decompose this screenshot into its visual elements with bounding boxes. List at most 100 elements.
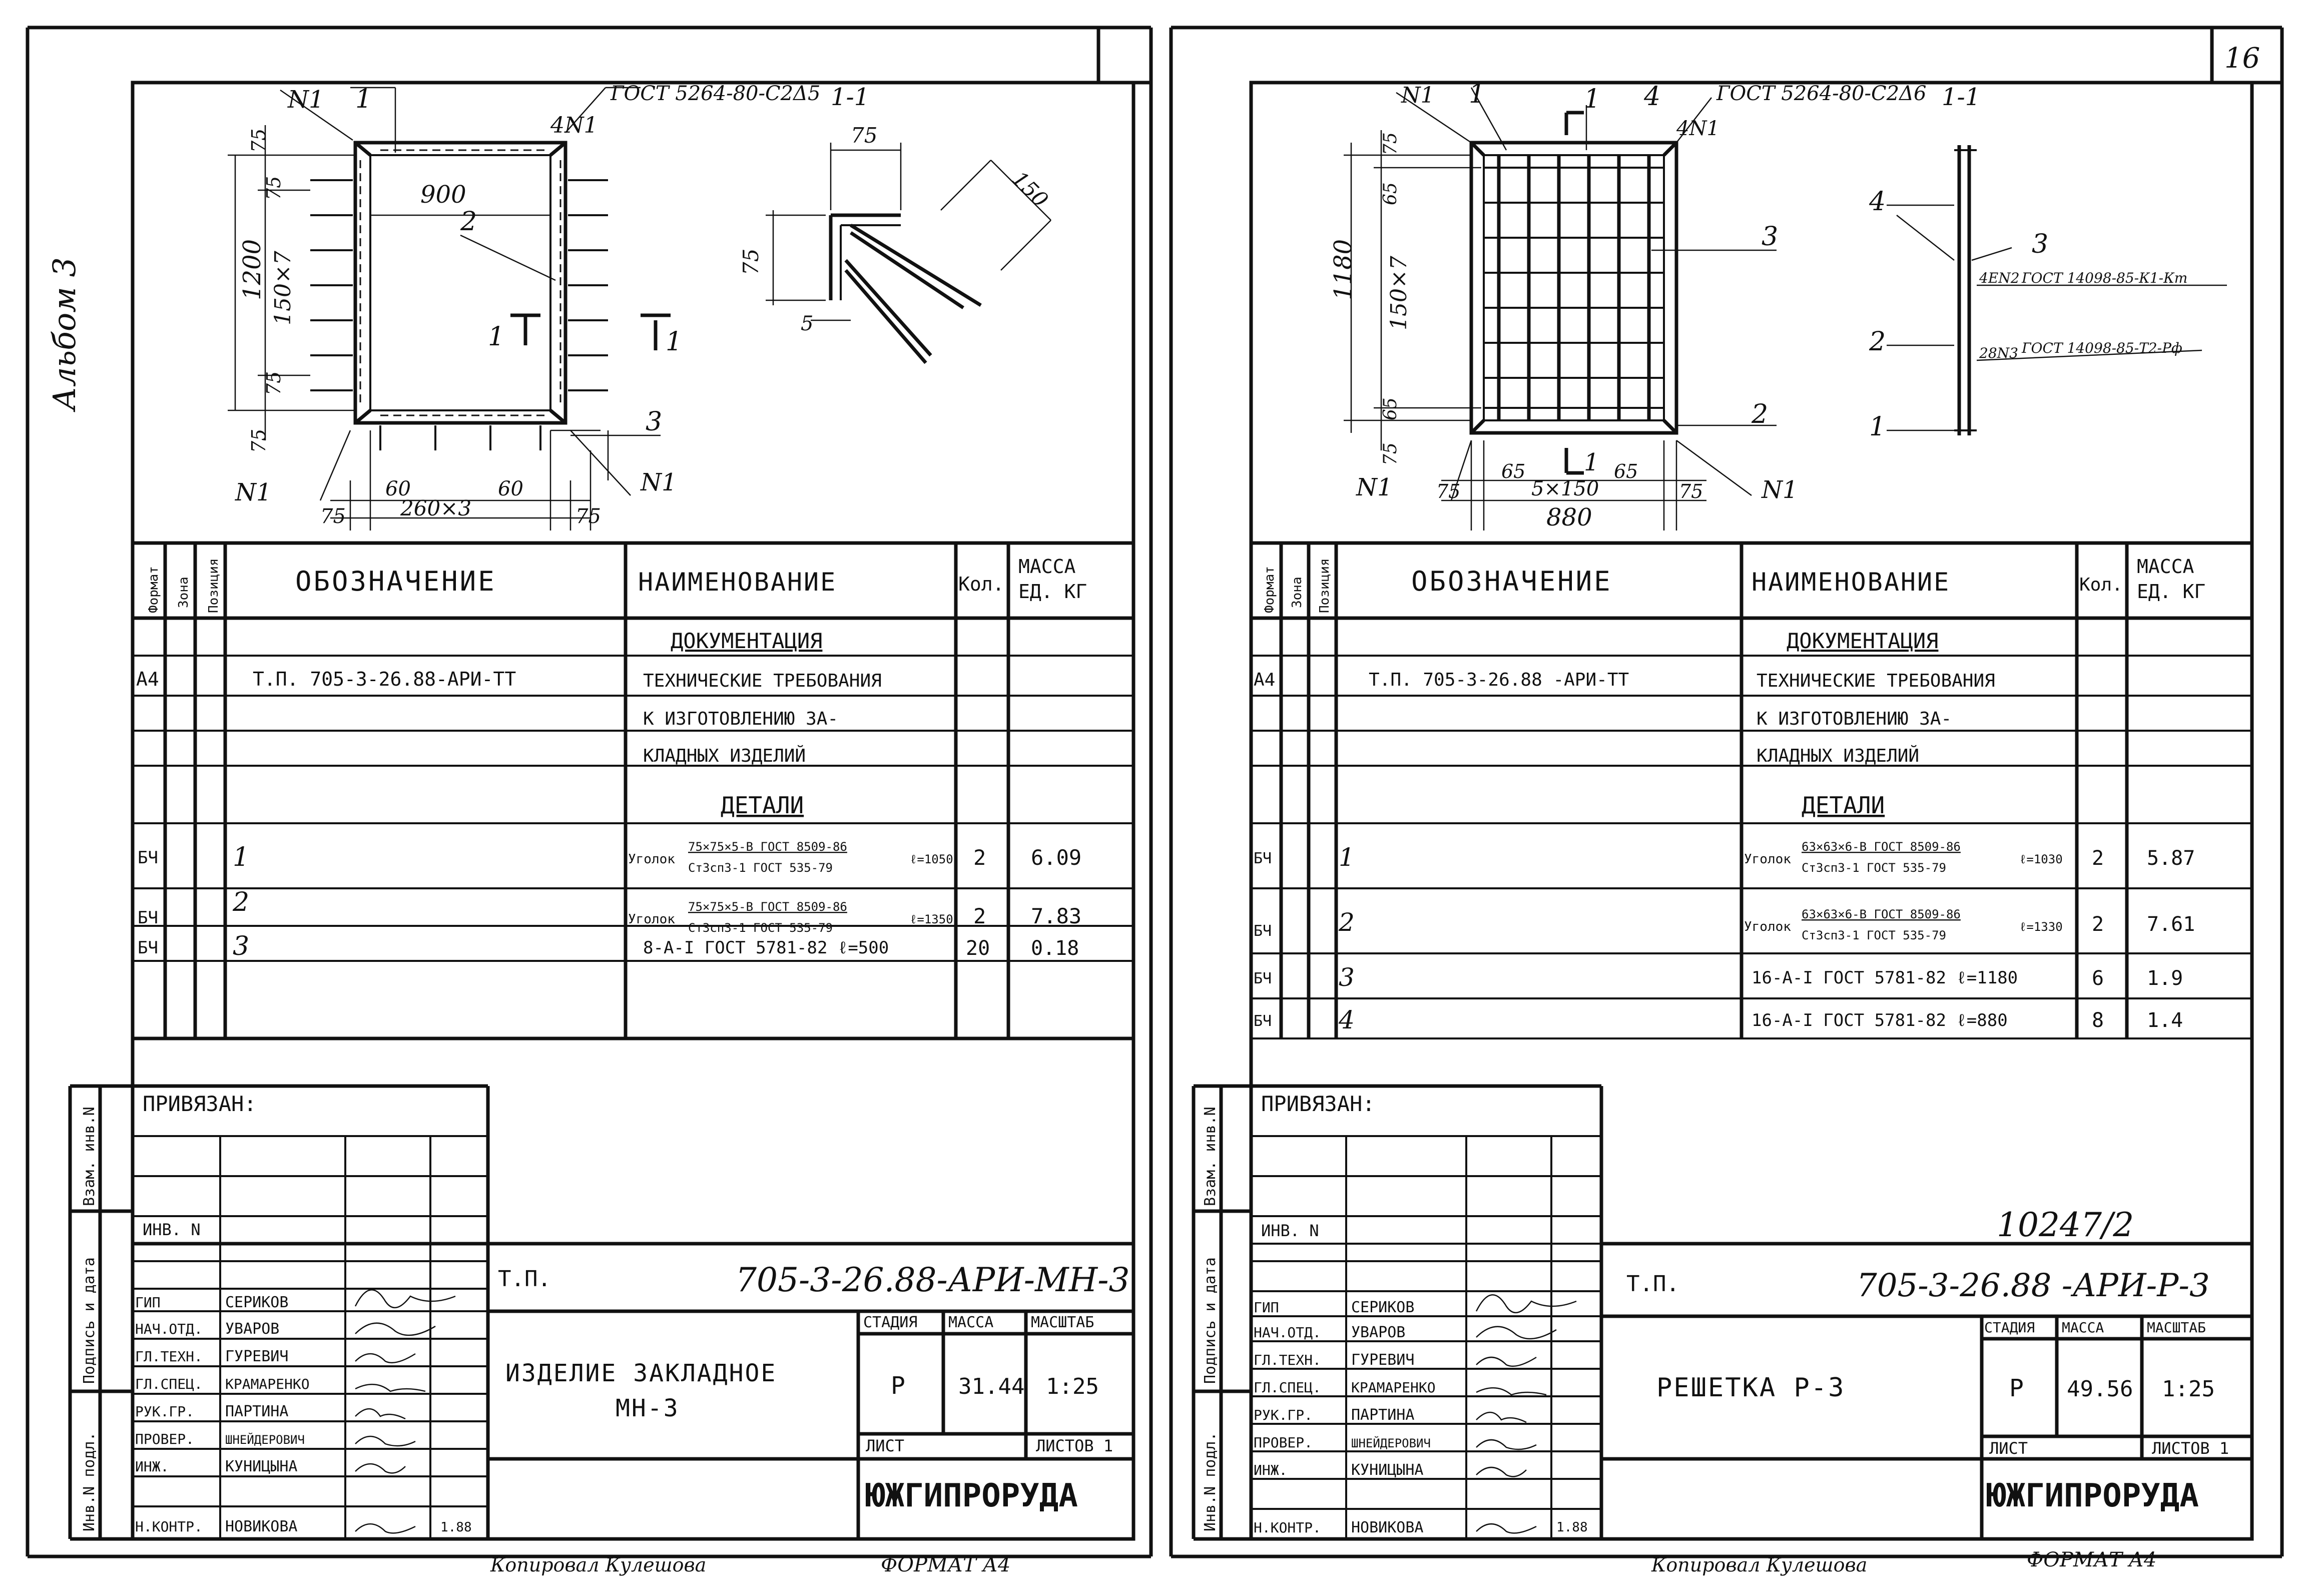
person-3: КРАМАРЕНКО <box>225 1376 310 1392</box>
callout-n1-top: N1 <box>287 86 324 114</box>
r-sheets-lbl: ЛИСТОВ 1 <box>2152 1439 2229 1458</box>
r-row3-mass: 1.9 <box>2147 967 2183 990</box>
r-row4-line: 16-А-I ГОСТ 5781-82 ℓ=880 <box>1752 1010 2008 1030</box>
sheets-lbl: ЛИСТОВ 1 <box>1036 1436 1113 1455</box>
r-person-3: КРАМАРЕНКО <box>1351 1379 1436 1396</box>
strip-podpis: Подпись и дата <box>81 1257 98 1384</box>
r-row4-mass: 1.4 <box>2147 1009 2183 1032</box>
row1-format: БЧ <box>138 848 158 868</box>
r-sec-pos1: 1 <box>1869 412 1886 442</box>
r-row1-num: 63×63×6-В ГОСТ 8509-86 <box>1802 840 1961 854</box>
page-number: 16 <box>2224 42 2260 75</box>
hdr-mass-unit: ЕД. КГ <box>1018 581 1087 603</box>
r-row3-pos: 3 <box>1339 963 1355 992</box>
row3-qty: 20 <box>966 937 990 960</box>
dim-height: 1200 <box>238 239 266 300</box>
row3-line: 8-А-I ГОСТ 5781-82 ℓ=500 <box>643 938 889 958</box>
r-weld-2: 28N3 <box>1979 345 2018 361</box>
callout-n1-br: N1 <box>640 468 677 496</box>
row-doc-name3: КЛАДНЫХ ИЗДЕЛИЙ <box>643 745 806 766</box>
r-row4-qty: 8 <box>2092 1009 2104 1032</box>
callout-4n1: 4N1 <box>550 113 598 138</box>
r-stage-val: Р <box>2009 1374 2024 1402</box>
r-hdr-mass: МАССА <box>2137 556 2194 578</box>
r-sec-pos3: 3 <box>2032 229 2048 259</box>
r-scale-val: 1:25 <box>2162 1376 2215 1402</box>
callout-pos2: 2 <box>460 207 477 237</box>
r-dim-edge-l: 65 <box>1501 460 1525 482</box>
r-copied-by: Копировал Кулешова <box>1651 1554 1867 1576</box>
sec-dim-flange: 75 <box>851 123 877 148</box>
sec-dim-leg: 75 <box>739 249 763 275</box>
dim-gap-left: 60 <box>385 477 411 500</box>
r-row2-profile: Уголок <box>1744 919 1791 934</box>
r-row2-format: БЧ <box>1254 922 1272 940</box>
dim-top: 75 <box>248 129 270 153</box>
section-parts: ДЕТАЛИ <box>721 792 804 819</box>
hdr-qty: Кол. <box>958 573 1004 595</box>
r-inv-no: ИНВ. N <box>1261 1221 1319 1240</box>
r-hdr-qty: Кол. <box>2079 575 2123 595</box>
row1-mass: 6.09 <box>1031 845 1081 870</box>
r-cut-top: 1 <box>1584 84 1600 114</box>
r-section-docs: ДОКУМЕНТАЦИЯ <box>1787 629 1938 653</box>
r-n1-br: N1 <box>1761 476 1798 504</box>
r-role-rukgr: РУК.ГР. <box>1254 1407 1313 1423</box>
row1-den: Ст3сп3-1 ГОСТ 535-79 <box>688 861 833 875</box>
mass-val: 31.44 <box>958 1374 1024 1399</box>
left-sheet: 900 2 3 1 1 N1 1 4N1 ГОСТ 5264-80-С2Δ5 1… <box>26 26 1153 1576</box>
row2-profile: Уголок <box>628 912 675 927</box>
row1-qty: 2 <box>973 845 986 870</box>
title-line2: МН-3 <box>616 1394 680 1422</box>
r-dim-side-r: 75 <box>1679 480 1703 502</box>
tp-code: 705-3-26.88-АРИ-МН-3 <box>736 1261 1130 1299</box>
row-doc-format: А4 <box>136 668 159 690</box>
r-weld-1: 4ЕN2 <box>1979 270 2020 286</box>
r-tp-code: 705-3-26.88 -АРИ-Р-3 <box>1857 1267 2210 1304</box>
row2-den: Ст3сп3-1 ГОСТ 535-79 <box>688 921 833 935</box>
inv-no: ИНВ. N <box>143 1220 201 1239</box>
r-hdr-name: НАИМЕНОВАНИЕ <box>1752 568 1950 597</box>
role-nach: НАЧ.ОТД. <box>135 1321 203 1337</box>
r-pos4-top: 4 <box>1643 82 1660 112</box>
r-dim-side-l: 75 <box>1436 480 1460 502</box>
left-plan-view: 900 2 3 1 1 N1 1 4N1 ГОСТ 5264-80-С2Δ5 1… <box>228 82 869 530</box>
r-row1-format: БЧ <box>1254 850 1272 867</box>
r-row2-num: 63×63×6-В ГОСТ 8509-86 <box>1802 907 1961 921</box>
r-cut-bot: 1 <box>1584 448 1599 476</box>
r-row1-mass: 5.87 <box>2147 847 2195 870</box>
r-hdr-zone: Зона <box>1290 577 1305 608</box>
r-mass-val: 49.56 <box>2067 1376 2133 1402</box>
right-section-1-1: 4 3 2 1 4ЕN2 ГОСТ 14098-85-К1-Кт 28N3 ГО… <box>1869 145 2227 442</box>
r-row-doc-name2: К ИЗГОТОВЛЕНИЮ ЗА- <box>1757 709 1952 729</box>
role-inzh: ИНЖ. <box>135 1458 169 1475</box>
org-name: ЮЖГИПРОРУДА <box>866 1477 1078 1514</box>
right-plan-view: 3 2 N1 1 1 4 4N1 ГОСТ 5264-80-С2Δ6 1-1 N… <box>1329 79 1980 531</box>
r-section-mark: 1-1 <box>1942 83 1980 111</box>
cut-mark-1b: 1 <box>666 327 682 357</box>
hdr-designation: ОБОЗНАЧЕНИЕ <box>295 566 496 597</box>
r-row1-pos: 1 <box>1339 843 1355 872</box>
r-role-inzh: ИНЖ. <box>1254 1462 1287 1478</box>
r-role-gltehn: ГЛ.ТЕХН. <box>1254 1352 1321 1368</box>
dim-side-right: 75 <box>575 505 601 528</box>
role-gip: ГИП <box>135 1294 161 1311</box>
signatures <box>354 1289 456 1534</box>
r-dim-height: 1180 <box>1329 239 1357 300</box>
r-strip-vzam: Взам. инв.N <box>1202 1107 1219 1206</box>
r-sec-pos4: 4 <box>1869 187 1886 217</box>
r-stage-hdr: СТАДИЯ <box>1984 1319 2035 1336</box>
dim-gap-right: 60 <box>498 477 523 500</box>
r-role-glspec: ГЛ.СПЕЦ. <box>1254 1379 1321 1396</box>
r-role-nach: НАЧ.ОТД. <box>1254 1324 1321 1341</box>
callout-pos3: 3 <box>646 407 662 437</box>
row2-pos: 2 <box>232 887 249 917</box>
r-tp-label: Т.П. <box>1626 1271 1679 1297</box>
r-title-line1: РЕШЕТКА Р-3 <box>1656 1373 1845 1403</box>
hdr-zone: Зона <box>176 577 191 608</box>
sec-dim-bar: 150 <box>1007 166 1053 212</box>
row2-num: 75×75×5-В ГОСТ 8509-86 <box>688 900 847 914</box>
date: 1.88 <box>440 1520 472 1535</box>
row1-profile: Уголок <box>628 852 675 867</box>
